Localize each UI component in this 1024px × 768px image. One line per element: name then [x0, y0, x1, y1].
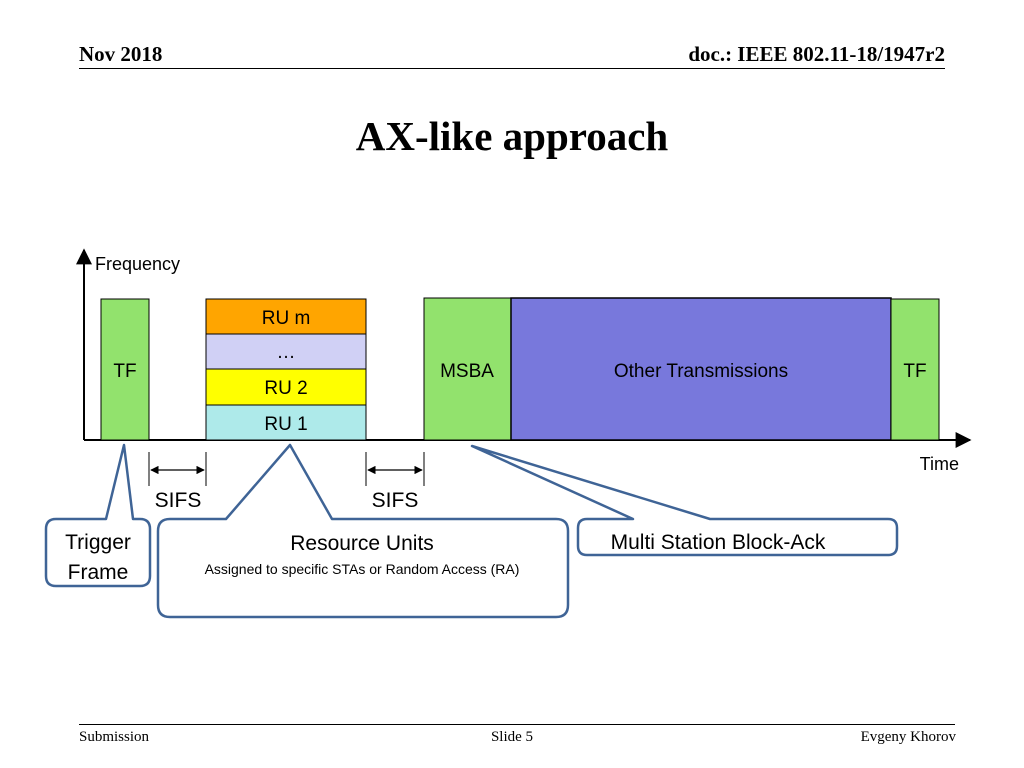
footer-divider [79, 724, 955, 725]
ru-1-label: RU 1 [264, 414, 307, 435]
slide-title: AX-like approach [355, 113, 669, 159]
trigger-frame-line2: Frame [68, 561, 129, 584]
resource-units-subtitle: Assigned to specific STAs or Random Acce… [205, 561, 520, 577]
sifs-1-label: SIFS [155, 489, 202, 512]
msba-callout [470, 444, 899, 557]
sifs-2-label: SIFS [372, 489, 419, 512]
tf-left-label: TF [113, 361, 136, 382]
tf-left-block [100, 298, 150, 441]
resource-units-callout [156, 443, 570, 619]
ru-m-block [205, 298, 367, 335]
footer-submission: Submission [79, 729, 150, 745]
other-transmissions-label: Other Transmissions [614, 361, 788, 382]
ru-2-block [205, 368, 367, 406]
ru-dots-label: … [277, 342, 296, 363]
ru-2-label: RU 2 [264, 378, 307, 399]
ru-dots-block [205, 333, 367, 370]
msba-label: MSBA [440, 361, 494, 382]
msba-callout-label: Multi Station Block-Ack [611, 531, 826, 554]
resource-units-title: Resource Units [290, 532, 434, 555]
header-date: Nov 2018 [79, 42, 163, 66]
footer-slide-number: Slide 5 [490, 729, 534, 745]
time-label: Time [920, 454, 959, 474]
trigger-frame-line1: Trigger [65, 531, 131, 554]
header-divider [79, 68, 945, 69]
footer-author: Evgeny Khorov [860, 729, 956, 745]
header-doc-id: doc.: IEEE 802.11-18/1947r2 [688, 42, 945, 66]
frequency-label: Frequency [95, 254, 180, 274]
trigger-frame-callout [44, 443, 152, 588]
tf-right-label: TF [903, 361, 926, 382]
tf-right-block [890, 298, 940, 441]
other-transmissions-block [510, 297, 892, 441]
ru-m-label: RU m [262, 308, 311, 329]
ru-1-block [205, 404, 367, 441]
